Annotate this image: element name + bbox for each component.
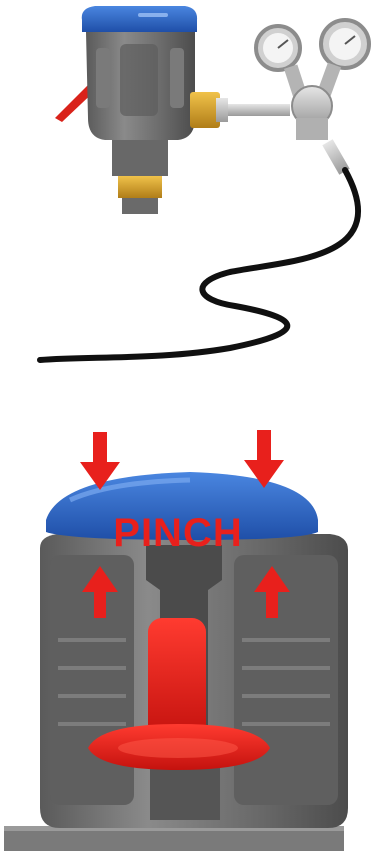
hose-icon bbox=[40, 170, 358, 360]
regulator-icon bbox=[55, 6, 290, 214]
pinch-label: PINCH bbox=[113, 511, 242, 555]
pressure-gauges-icon bbox=[256, 20, 369, 175]
